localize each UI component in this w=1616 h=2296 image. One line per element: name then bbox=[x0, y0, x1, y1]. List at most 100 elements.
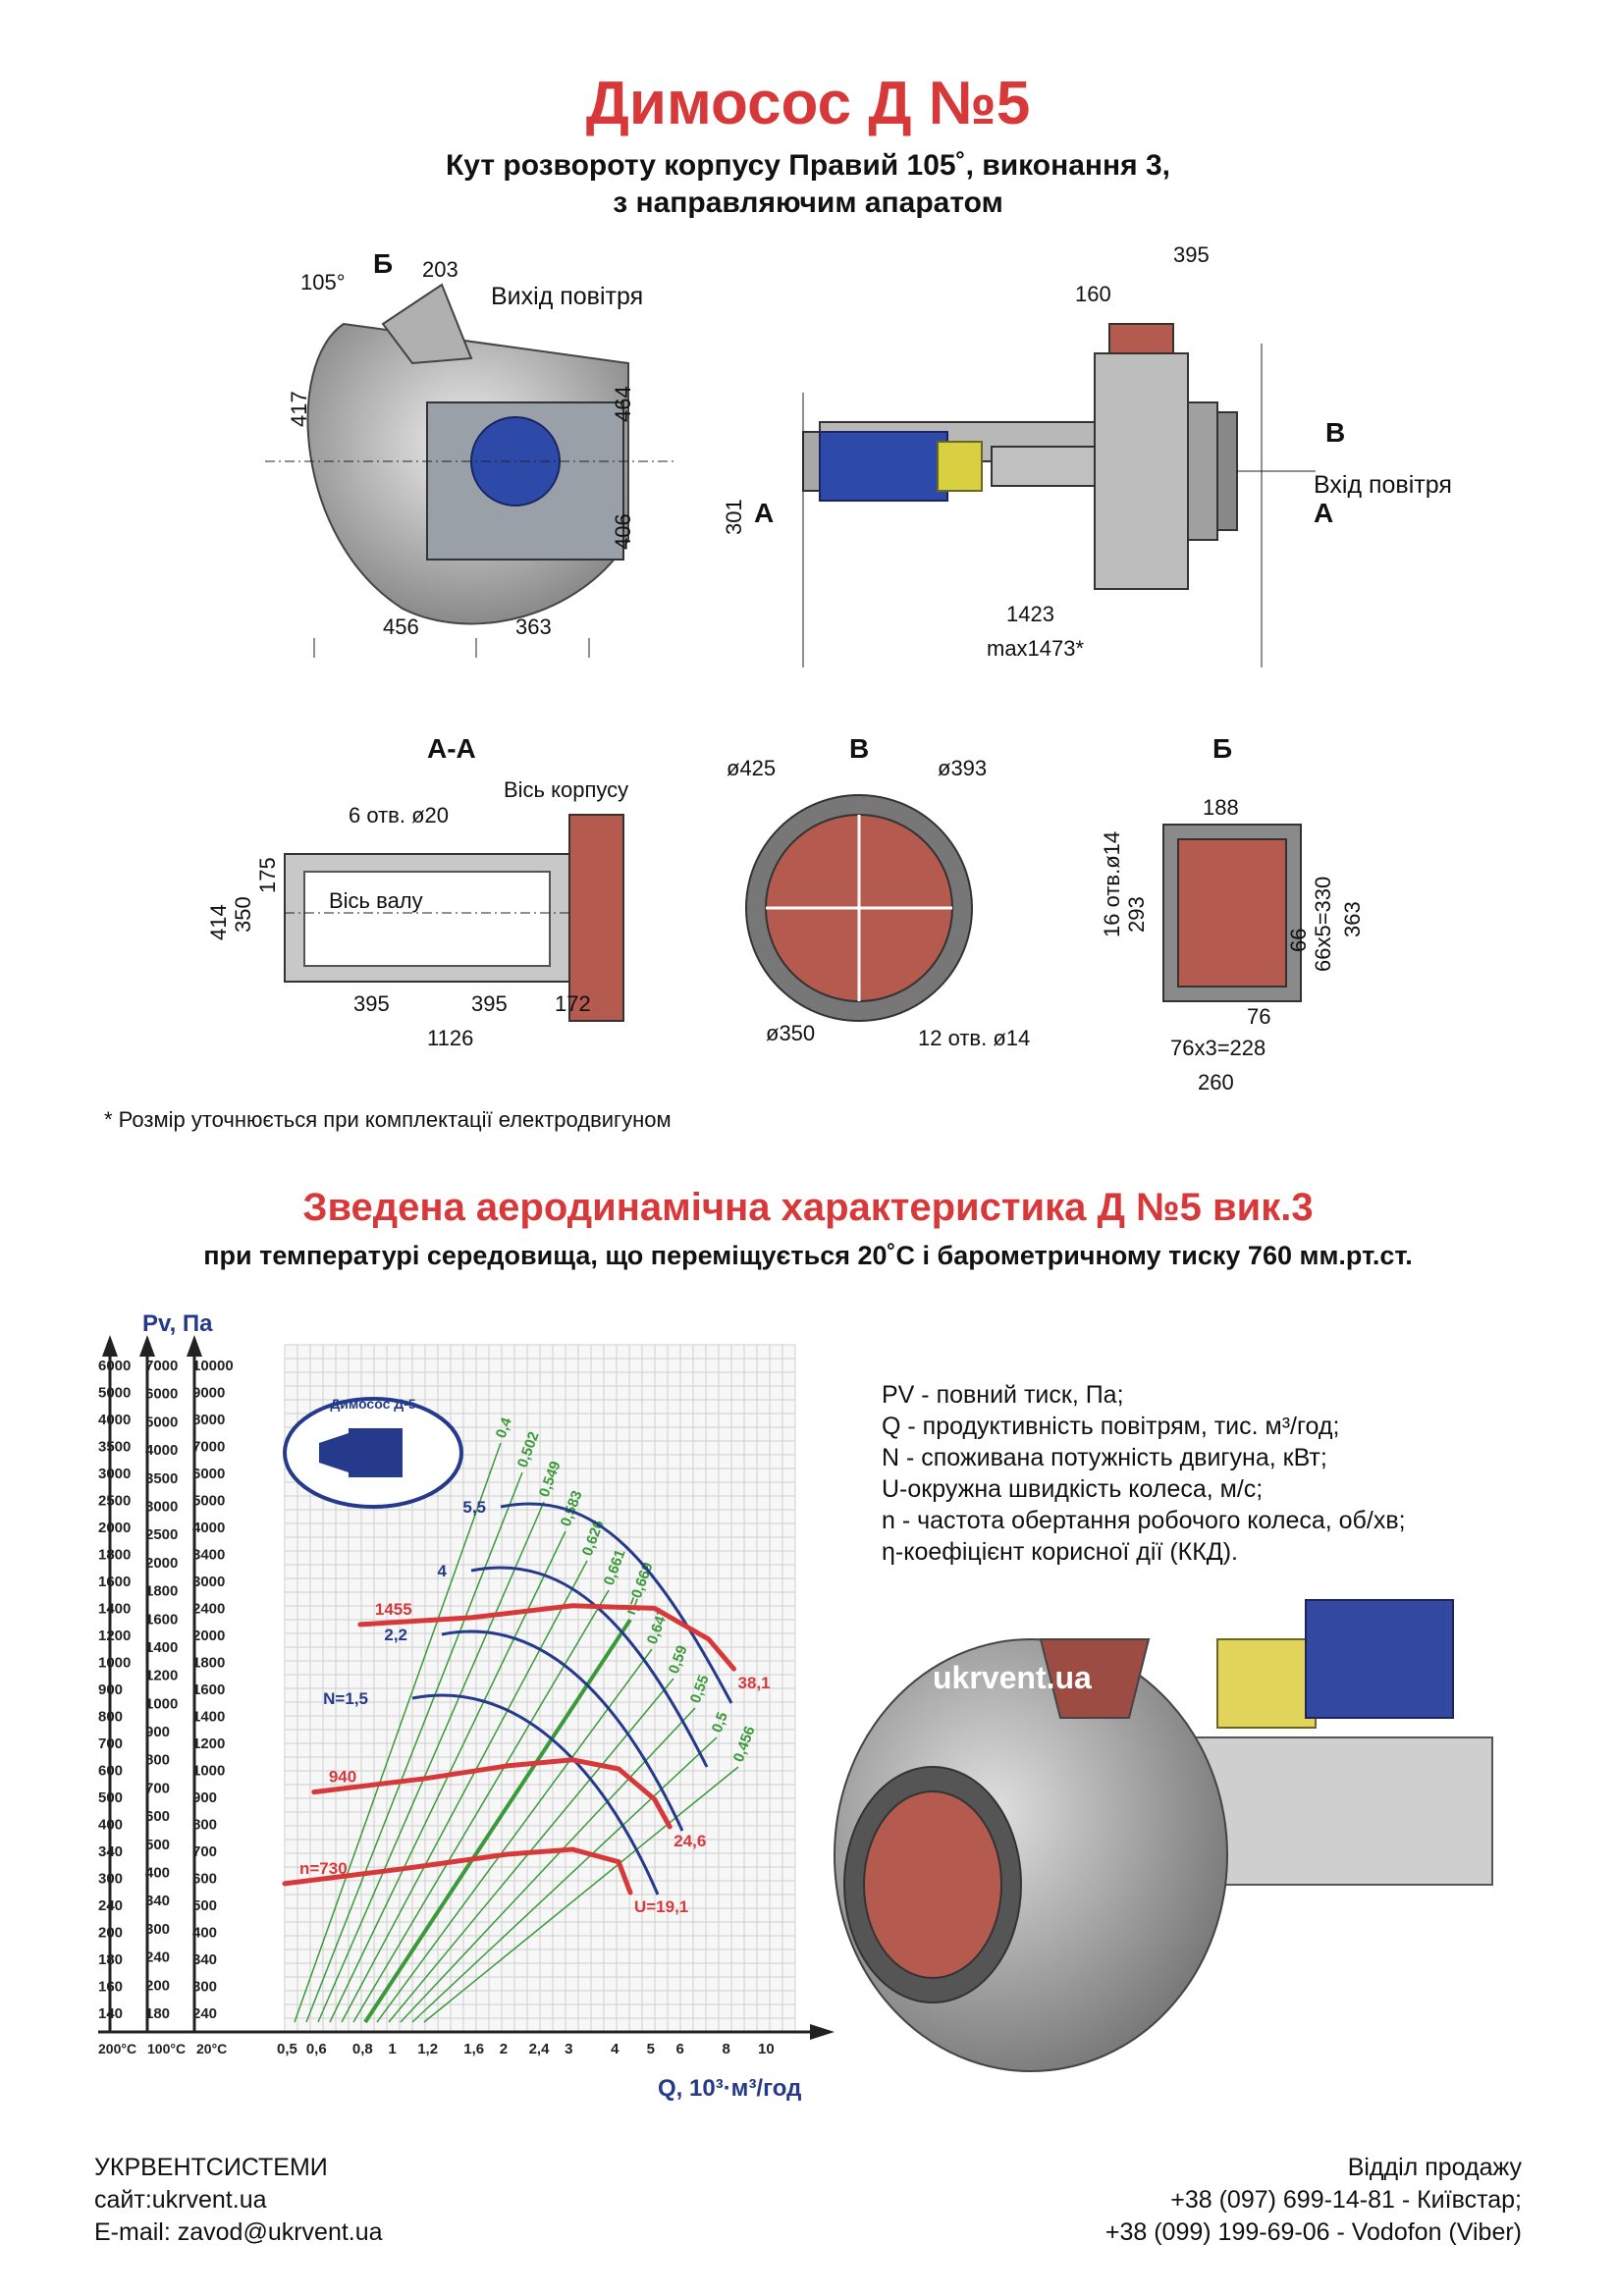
efficiency-line bbox=[317, 1501, 545, 2023]
label-v: В bbox=[1325, 417, 1345, 448]
section-aa-title: А-А bbox=[427, 733, 476, 764]
outlet-flange bbox=[381, 283, 473, 365]
speed-curve-end-label: 38,1 bbox=[738, 1674, 771, 1692]
y-tick-label: 1200 bbox=[145, 1668, 178, 1684]
section-b-title: Б bbox=[1212, 733, 1232, 764]
y-tick-label: 700 bbox=[98, 1735, 123, 1752]
y-tick-label: 4000 bbox=[145, 1442, 178, 1459]
x-tick-label: 4 bbox=[611, 2041, 619, 2057]
y-tick-label: 340 bbox=[98, 1843, 123, 1860]
y-tick-label: 500 bbox=[145, 1837, 170, 1853]
chart-logo: Димосос Д-5 bbox=[283, 1396, 463, 1509]
y-tick-label: 1800 bbox=[192, 1655, 225, 1672]
speed-curve bbox=[311, 1757, 673, 1830]
legend-q: Q - продуктивність повітрям, тис. м³/год… bbox=[882, 1413, 1340, 1440]
legend-rpm: n - частота обертання робочого колеса, о… bbox=[882, 1507, 1406, 1534]
outlet-label: Вихід повітря bbox=[491, 283, 643, 310]
efficiency-line bbox=[423, 1766, 739, 2023]
chart-legend: PV - повний тиск, Па; Q - продуктивність… bbox=[882, 1379, 1406, 1568]
dim-66: 66 bbox=[1286, 929, 1311, 952]
temp-label: 100°C bbox=[147, 2041, 186, 2056]
dim-406: 406 bbox=[611, 513, 635, 550]
power-label: 2,2 bbox=[384, 1626, 407, 1644]
axis-shaft: Вісь валу bbox=[329, 888, 423, 913]
motor bbox=[819, 431, 948, 502]
chart-axes bbox=[98, 1335, 835, 2040]
outlet-flange-section bbox=[1177, 838, 1287, 988]
y-tick-label: 3000 bbox=[98, 1466, 131, 1482]
chart-ticks: 6000500040003500300025002000180016001400… bbox=[98, 1358, 775, 2057]
dim-395b: 395 bbox=[471, 991, 508, 1016]
y-tick-label: 240 bbox=[192, 2005, 217, 2022]
y-tick-label: 180 bbox=[98, 1951, 123, 1968]
outlet bbox=[1108, 323, 1174, 354]
company-email[interactable]: E-mail: zavod@ukrvent.ua bbox=[94, 2218, 383, 2246]
y-tick-label: 3000 bbox=[192, 1574, 225, 1590]
y-tick-label: 340 bbox=[145, 1893, 170, 1909]
y-tick-label: 3500 bbox=[98, 1439, 131, 1456]
render-watermark: ukrvent.ua bbox=[933, 1660, 1092, 1695]
x-tick-label: 0,8 bbox=[352, 2041, 373, 2057]
side-view-dimensions: 395 160 В Вхід повітря А А 301 1423 max1… bbox=[722, 242, 1452, 661]
speed-curve-end-label: U=19,1 bbox=[634, 1897, 688, 1916]
footer-company-block: УКРВЕНТСИСТЕМИ сайт:ukrvent.ua E-mail: z… bbox=[94, 2152, 383, 2249]
efficiency-line bbox=[305, 1471, 523, 2023]
y-tick-label: 600 bbox=[192, 1871, 217, 1888]
sales-label: Відділ продажу bbox=[1347, 2154, 1522, 2181]
temp-label: 200°C bbox=[98, 2041, 136, 2056]
y-tick-label: 1800 bbox=[145, 1583, 178, 1600]
y-tick-label: 1400 bbox=[145, 1639, 178, 1656]
y-axis-arrow bbox=[102, 1335, 118, 1357]
x-axis-arrow bbox=[810, 2024, 835, 2040]
company-site[interactable]: сайт:ukrvent.ua bbox=[94, 2186, 267, 2214]
x-tick-label: 2,4 bbox=[529, 2041, 551, 2057]
y-tick-label: 3500 bbox=[145, 1470, 178, 1487]
power-curve bbox=[500, 1502, 733, 1704]
dim-414: 414 bbox=[206, 904, 231, 940]
logo-text: Димосос Д-5 bbox=[330, 1396, 416, 1412]
holes-v: 12 отв. ø14 bbox=[918, 1026, 1030, 1050]
y-axis-label: Pv, Па bbox=[142, 1310, 213, 1337]
power-label: 5,5 bbox=[462, 1498, 486, 1517]
y-tick-label: 6000 bbox=[98, 1358, 131, 1374]
power-label: 4 bbox=[438, 1562, 448, 1580]
speed-curve-name: 1455 bbox=[375, 1600, 412, 1619]
efficiency-line bbox=[341, 1560, 588, 2023]
y-tick-label: 800 bbox=[145, 1752, 170, 1769]
efficiency-line bbox=[352, 1589, 610, 2023]
y-tick-label: 2500 bbox=[98, 1493, 131, 1510]
dim-363b: 363 bbox=[1340, 901, 1365, 937]
y-tick-label: 500 bbox=[98, 1789, 123, 1806]
efficiency-line bbox=[363, 1618, 632, 2024]
aero-chart: 0,40,5020,5490,5830,6260,661η=0,6690,647… bbox=[98, 1310, 835, 2102]
y-tick-label: 200 bbox=[98, 1925, 123, 1942]
speed-curve bbox=[282, 1846, 633, 1896]
y-tick-label: 5000 bbox=[192, 1493, 225, 1510]
render-motor bbox=[1305, 1599, 1454, 1719]
x-tick-label: 3 bbox=[565, 2041, 572, 2057]
d425: ø425 bbox=[727, 756, 776, 780]
dim-1423: 1423 bbox=[1006, 602, 1054, 626]
d350: ø350 bbox=[766, 1021, 815, 1045]
y-tick-label: 3400 bbox=[192, 1547, 225, 1564]
y-tick-label: 340 bbox=[192, 1951, 217, 1968]
speed-curve-name: n=730 bbox=[299, 1859, 348, 1878]
y-tick-label: 700 bbox=[145, 1780, 170, 1796]
render-coupling bbox=[1216, 1638, 1317, 1729]
y-tick-label: 1200 bbox=[98, 1628, 131, 1644]
efficiency-line bbox=[376, 1648, 653, 2023]
y-tick-label: 1400 bbox=[98, 1601, 131, 1618]
power-curve bbox=[411, 1693, 660, 1896]
label-a-right: А bbox=[1314, 498, 1333, 528]
sales-phone-1[interactable]: +38 (097) 699-14-81 - Київстар; bbox=[1170, 2186, 1522, 2214]
x-tick-label: 2 bbox=[500, 2041, 508, 2057]
sales-phone-2[interactable]: +38 (099) 199-69-06 - Vodofon (Viber) bbox=[1104, 2218, 1522, 2246]
dim-464: 464 bbox=[611, 386, 635, 422]
render-inlet bbox=[863, 1790, 1002, 1979]
y-tick-label: 700 bbox=[192, 1843, 217, 1860]
efficiency-line bbox=[411, 1736, 718, 2023]
y-tick-label: 4000 bbox=[192, 1520, 225, 1536]
y-tick-label: 7000 bbox=[192, 1439, 225, 1456]
dim-76x3: 76x3=228 bbox=[1170, 1036, 1266, 1060]
